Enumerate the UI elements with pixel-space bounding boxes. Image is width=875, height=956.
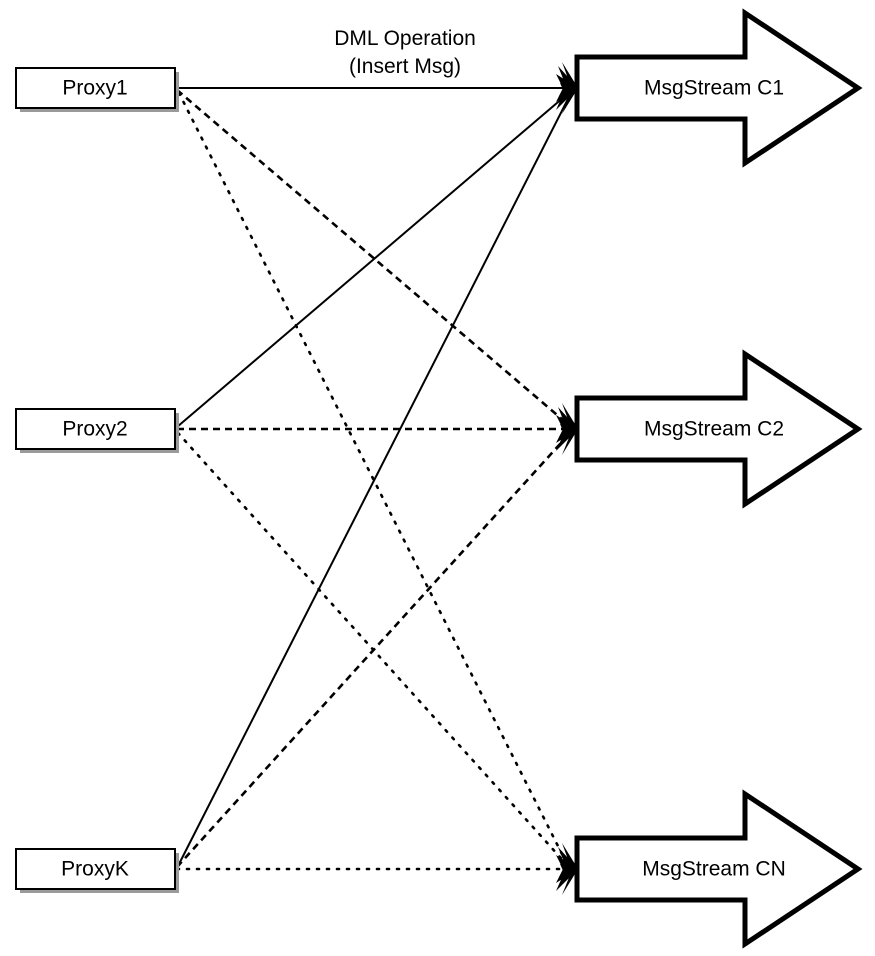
arrowhead-stream-cn — [556, 843, 578, 895]
link-group — [175, 87, 572, 871]
proxy-node-proxy1[interactable]: Proxy1 — [15, 67, 179, 112]
arrowhead-stream-c1 — [556, 62, 578, 114]
link-proxyk-to-stream-c2[interactable] — [176, 432, 571, 868]
stream-c1-arrow-shape[interactable] — [574, 8, 863, 168]
stream-cn-arrow-shape[interactable] — [574, 789, 863, 949]
edge-label-line1: DML Operation — [334, 27, 476, 50]
link-proxyk-to-stream-c1[interactable] — [177, 92, 572, 867]
proxyk-box[interactable] — [15, 848, 176, 890]
stream-node-c2[interactable]: MsgStream C2 — [574, 349, 863, 509]
arrowhead-stream-c2 — [556, 403, 578, 455]
stream-node-c1[interactable]: MsgStream C1 — [574, 8, 863, 168]
link-proxy1-to-stream-c2[interactable] — [176, 89, 571, 427]
stream-c1-label: MsgStream C1 — [644, 77, 784, 100]
edge-label-line2: (Insert Msg) — [349, 55, 461, 78]
proxy2-box[interactable] — [15, 408, 176, 450]
edge-label-dml-operation: DML Operation (Insert Msg) — [334, 27, 476, 78]
proxy-node-proxyk[interactable]: ProxyK — [15, 848, 179, 893]
proxy2-label: Proxy2 — [62, 418, 127, 441]
stream-node-cn[interactable]: MsgStream CN — [574, 789, 863, 949]
proxyk-label: ProxyK — [61, 858, 129, 881]
proxy1-label: Proxy1 — [62, 77, 127, 100]
stream-cn-label: MsgStream CN — [642, 858, 786, 881]
proxy1-box[interactable] — [15, 67, 176, 109]
proxy-node-proxy2[interactable]: Proxy2 — [15, 408, 179, 453]
arrowhead-group — [556, 62, 578, 895]
link-proxy2-to-stream-c1[interactable] — [176, 90, 572, 428]
stream-c2-label: MsgStream C2 — [644, 418, 784, 441]
stream-c2-arrow-shape[interactable] — [574, 349, 863, 509]
